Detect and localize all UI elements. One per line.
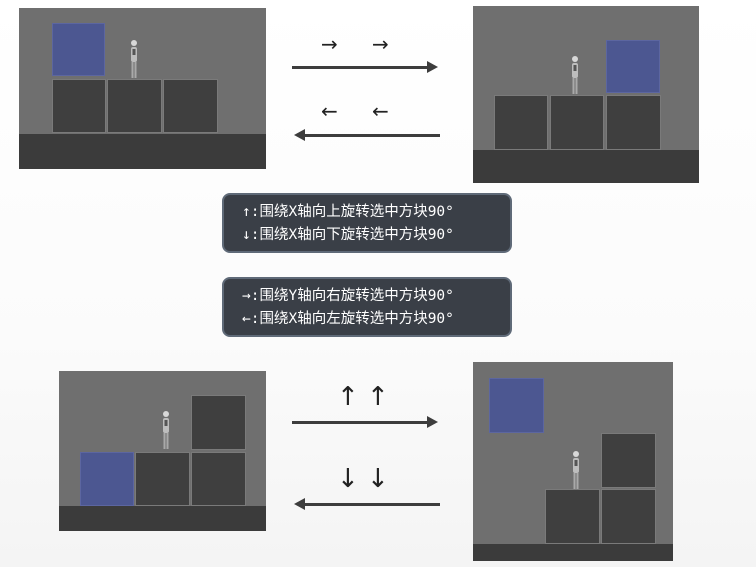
block xyxy=(135,452,190,506)
selected-block xyxy=(489,378,544,433)
block xyxy=(494,95,548,150)
ground xyxy=(473,150,699,183)
block xyxy=(191,452,246,506)
legend-line-left: ←:围绕X轴向左旋转选中方块90° xyxy=(242,311,454,327)
left-arrow-key-icon: ← xyxy=(372,99,389,123)
right-arrow-key-icon: → xyxy=(372,32,389,56)
block xyxy=(606,95,661,150)
ground xyxy=(473,544,673,561)
block xyxy=(601,489,656,544)
arrowhead-icon xyxy=(427,61,438,73)
up-arrow-key-icon: ↑ xyxy=(337,382,359,412)
ground xyxy=(19,134,266,169)
right-arrow-key-icon: → xyxy=(321,32,338,56)
forward-transition-arrow xyxy=(292,416,438,428)
down-arrow-key-icon: ↓ xyxy=(367,464,389,494)
legend-line-right: →:围绕Y轴向右旋转选中方块90° xyxy=(242,288,454,304)
legend-vertical-rotation: ↑:围绕X轴向上旋转选中方块90° ↓:围绕X轴向下旋转选中方块90° xyxy=(222,193,512,253)
arrowhead-icon xyxy=(427,416,438,428)
ground xyxy=(59,506,266,531)
arrowhead-icon xyxy=(294,129,305,141)
backward-transition-arrow xyxy=(294,129,440,141)
legend-line-down: ↓:围绕X轴向下旋转选中方块90° xyxy=(242,227,454,243)
selected-block xyxy=(606,40,660,93)
block xyxy=(191,395,246,450)
block xyxy=(601,433,656,488)
legend-line-up: ↑:围绕X轴向上旋转选中方块90° xyxy=(242,204,454,220)
backward-transition-arrow xyxy=(294,498,440,510)
scene-bottom-left xyxy=(59,371,266,531)
legend-horizontal-rotation: →:围绕Y轴向右旋转选中方块90° ←:围绕X轴向左旋转选中方块90° xyxy=(222,277,512,337)
up-arrow-key-icon: ↑ xyxy=(367,382,389,412)
block xyxy=(107,79,162,133)
selected-block xyxy=(80,452,134,506)
scene-top-right xyxy=(473,6,699,183)
arrowhead-icon xyxy=(294,498,305,510)
block xyxy=(545,489,600,544)
scene-top-left xyxy=(19,8,266,169)
selected-block xyxy=(52,23,105,76)
character-figure xyxy=(570,55,580,95)
down-arrow-key-icon: ↓ xyxy=(337,464,359,494)
character-figure xyxy=(161,410,171,450)
left-arrow-key-icon: ← xyxy=(321,99,338,123)
forward-transition-arrow xyxy=(292,61,438,73)
character-figure xyxy=(571,450,581,490)
block xyxy=(52,79,106,133)
scene-bottom-right xyxy=(473,362,673,561)
character-figure xyxy=(129,39,139,79)
block xyxy=(163,79,218,133)
block xyxy=(550,95,604,150)
